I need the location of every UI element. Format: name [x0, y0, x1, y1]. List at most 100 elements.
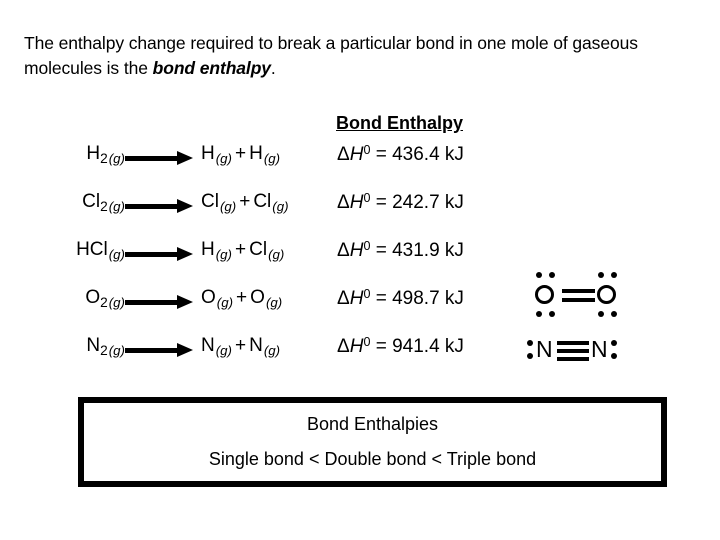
summary-rule: Single bond < Double bond < Triple bond: [208, 449, 537, 469]
double-bond-line: [562, 298, 595, 302]
bond-enthalpy-term: bond enthalpy: [152, 58, 271, 78]
enthalpy-unit: kJ: [444, 335, 464, 357]
reactant-subscript: 2: [100, 342, 108, 358]
enthalpy-number: 431.9: [392, 239, 440, 261]
summary-box-content: Bond Enthalpies Single bond < Double bon…: [84, 403, 661, 481]
enthalpy-unit: kJ: [444, 143, 464, 165]
product2-phase: (g): [263, 343, 281, 359]
reaction-arrow-icon: [125, 199, 195, 213]
delta-symbol: Δ: [337, 191, 350, 213]
lone-pair-dot: [549, 311, 555, 317]
plus-sign: +: [235, 335, 247, 356]
lone-pair-dot: [527, 353, 533, 359]
product1-phase: (g): [215, 151, 232, 167]
product2-phase: (g): [265, 295, 283, 311]
equals-sign: =: [375, 239, 387, 261]
plus-sign: +: [236, 287, 248, 308]
lone-pair-dot: [598, 311, 604, 317]
h-symbol: H: [349, 191, 364, 213]
product-formulas: N(g)+N(g): [201, 335, 281, 359]
product2-phase: (g): [268, 247, 285, 263]
reaction-arrow-icon: [125, 151, 195, 165]
lone-pair-dot: [536, 272, 542, 278]
product1-phase: (g): [215, 343, 232, 359]
standard-state-superscript: 0: [363, 335, 371, 349]
reactant-formula: H2(g): [86, 143, 125, 167]
lone-pair-dot: [611, 353, 617, 359]
reaction-row: Cl2(g) Cl(g)+Cl(g) ΔH0 = 242.7 kJ: [0, 186, 720, 234]
enthalpy-value: ΔH0 = 436.4 kJ: [337, 143, 464, 166]
plus-sign: +: [239, 191, 251, 212]
delta-symbol: Δ: [337, 335, 350, 357]
lewis-structure-oxygen: [532, 272, 632, 322]
reaction-arrow-icon: [125, 295, 195, 309]
reaction-list: H2(g) H(g)+H(g) ΔH0 = 436.4 kJ Cl2(g) Cl…: [0, 138, 720, 378]
standard-state-superscript: 0: [363, 191, 371, 205]
lone-pair-dot: [611, 311, 617, 317]
lone-pair-dot: [527, 340, 533, 346]
product1-phase: (g): [219, 199, 237, 215]
intro-line-2-prefix: mole of gaseous molecules is the: [24, 33, 638, 78]
reaction-arrow-icon: [125, 343, 195, 357]
delta-symbol: Δ: [337, 143, 350, 165]
oxygen-atom-left: [535, 285, 554, 304]
lewis-structure-nitrogen: N N: [527, 336, 635, 366]
intro-line-1: The enthalpy change required to break a …: [24, 33, 507, 53]
h-symbol: H: [349, 335, 364, 357]
reactant-formula: Cl2(g): [82, 191, 125, 215]
product-formulas: H(g)+H(g): [201, 143, 281, 167]
double-bond-line: [562, 289, 595, 293]
lone-pair-dot: [611, 272, 617, 278]
equals-sign: =: [375, 143, 387, 165]
reactant-phase: (g): [108, 295, 125, 311]
reactant-phase: (g): [108, 199, 125, 215]
reaction-row: N2(g) N(g)+N(g) ΔH0 = 941.4 kJ: [0, 330, 720, 378]
product2-phase: (g): [272, 199, 289, 215]
nitrogen-atom-right: N: [591, 336, 608, 362]
reactant-phase: (g): [108, 343, 125, 359]
reactant-formula: N2(g): [86, 335, 125, 359]
summary-box: Bond Enthalpies Single bond < Double bon…: [78, 397, 667, 487]
delta-symbol: Δ: [337, 287, 350, 309]
reactant-phase: (g): [108, 151, 125, 167]
oxygen-atom-right: [597, 285, 616, 304]
product2-phase: (g): [263, 151, 281, 167]
reactant-phase: (g): [108, 247, 125, 263]
intro-line-2-suffix: .: [270, 58, 276, 78]
standard-state-superscript: 0: [363, 239, 371, 253]
lone-pair-dot: [598, 272, 604, 278]
triple-bond-line: [557, 349, 589, 353]
enthalpy-number: 498.7: [392, 287, 440, 309]
reaction-row: HCl(g) H(g)+Cl(g) ΔH0 = 431.9 kJ: [0, 234, 720, 282]
plus-sign: +: [235, 239, 247, 260]
product1-phase: (g): [216, 295, 234, 311]
reactant-formula: O2(g): [85, 287, 125, 311]
equals-sign: =: [375, 287, 387, 309]
lone-pair-dot: [536, 311, 542, 317]
reactant-subscript: 2: [100, 198, 108, 214]
bond-enthalpy-column-heading: Bond Enthalpy: [336, 113, 463, 133]
reactant-subscript: 2: [100, 294, 108, 310]
h-symbol: H: [349, 143, 364, 165]
summary-title: Bond Enthalpies: [306, 414, 439, 434]
enthalpy-value: ΔH0 = 941.4 kJ: [337, 335, 464, 358]
product-formulas: H(g)+Cl(g): [201, 239, 285, 263]
enthalpy-number: 436.4: [392, 143, 440, 165]
reactant-subscript: 2: [100, 150, 108, 166]
intro-paragraph: The enthalpy change required to break a …: [24, 31, 696, 81]
h-symbol: H: [349, 239, 364, 261]
enthalpy-value: ΔH0 = 242.7 kJ: [337, 191, 464, 214]
enthalpy-unit: kJ: [444, 191, 464, 213]
standard-state-superscript: 0: [363, 143, 371, 157]
enthalpy-number: 941.4: [392, 335, 440, 357]
standard-state-superscript: 0: [363, 287, 371, 301]
product1-phase: (g): [215, 247, 232, 263]
equals-sign: =: [375, 191, 387, 213]
triple-bond-line: [557, 341, 589, 345]
reaction-row: H2(g) H(g)+H(g) ΔH0 = 436.4 kJ: [0, 138, 720, 186]
enthalpy-unit: kJ: [444, 287, 464, 309]
lone-pair-dot: [549, 272, 555, 278]
product-formulas: O(g)+O(g): [201, 287, 283, 311]
reaction-row: O2(g) O(g)+O(g) ΔH0 = 498.7 kJ: [0, 282, 720, 330]
